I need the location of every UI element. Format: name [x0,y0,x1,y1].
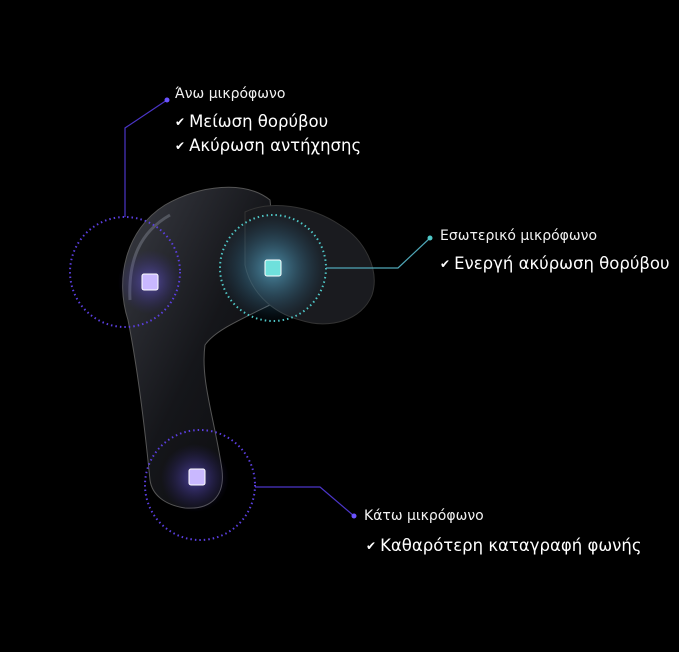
feature-item: ✔Μείωση θορύβου [175,112,328,131]
check-icon: ✔ [175,115,186,129]
bottom-mic-marker [144,429,357,541]
top-mic-chip [141,273,159,291]
feature-item: ✔Καθαρότερη καταγραφή φωνής [366,536,642,555]
check-icon: ✔ [440,257,451,271]
bottom-mic-title: Κάτω μικρόφωνο [364,508,484,524]
feature-label: Μείωση θορύβου [189,112,329,131]
feature-item: ✔Ακύρωση αντήχησης [175,136,361,155]
bottom-mic-chip [188,468,206,486]
check-icon: ✔ [366,539,377,553]
feature-label: Ακύρωση αντήχησης [189,136,362,155]
top-mic-title: Άνω μικρόφωνο [175,86,286,102]
inner-mic-chip [264,259,282,277]
top-mic-marker [69,97,182,328]
inner-mic-title: Εσωτερικό μικρόφωνο [440,228,598,244]
feature-label: Ενεργή ακύρωση θορύβου [454,254,670,273]
check-icon: ✔ [175,139,186,153]
feature-item: ✔Ενεργή ακύρωση θορύβου [440,254,670,273]
feature-label: Καθαρότερη καταγραφή φωνής [380,536,642,555]
inner-mic-marker [219,214,433,322]
